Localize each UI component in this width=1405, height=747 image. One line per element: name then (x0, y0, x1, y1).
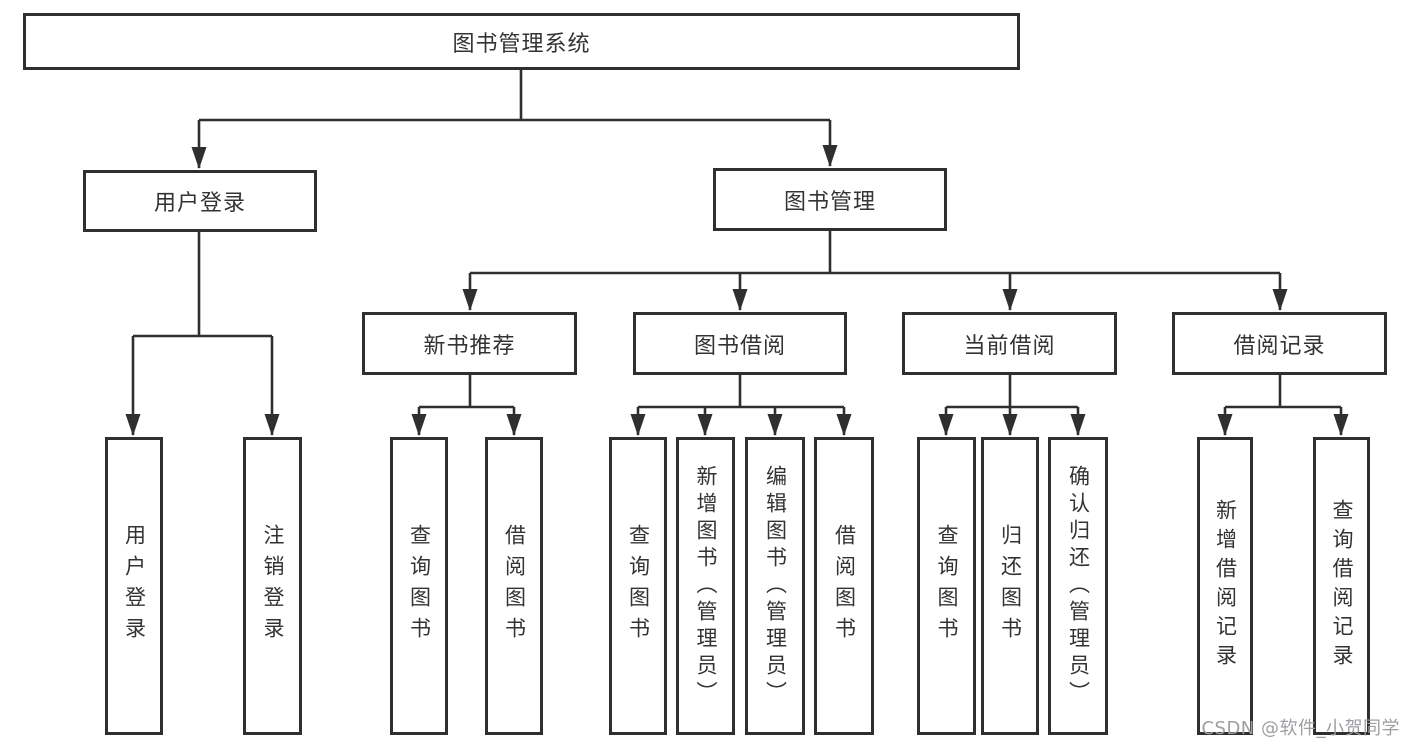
leaf-confirm-return-admin: 确认归还（管理员） (1048, 437, 1108, 735)
leaf-logout: 注销登录 (243, 437, 302, 735)
leaf-query-books-current-label: 查询图书 (935, 524, 959, 648)
node-new-book-recommend: 新书推荐 (362, 312, 577, 375)
node-borrow-records: 借阅记录 (1172, 312, 1387, 375)
node-user-login-label: 用户登录 (153, 191, 246, 216)
leaf-add-book-admin: 新增图书（管理员） (676, 437, 735, 735)
leaf-query-books-recommend-label: 查询图书 (407, 524, 432, 648)
leaf-borrow-books-borrow: 借阅图书 (814, 437, 874, 735)
leaf-query-books-borrow: 查询图书 (609, 437, 667, 735)
node-book-management: 图书管理 (713, 168, 947, 231)
node-book-borrow: 图书借阅 (633, 312, 847, 375)
node-new-book-recommend-label: 新书推荐 (423, 333, 516, 359)
leaf-borrow-books-recommend-label: 借阅图书 (502, 524, 527, 648)
csdn-watermark: CSDN @软件_小贺同学 (1201, 718, 1400, 739)
node-borrow-records-label: 借阅记录 (1233, 333, 1326, 359)
leaf-query-books-borrow-label: 查询图书 (626, 524, 651, 648)
leaf-edit-book-admin-label: 编辑图书（管理员） (763, 464, 788, 708)
leaf-borrow-books-recommend: 借阅图书 (485, 437, 543, 735)
leaf-query-books-recommend: 查询图书 (390, 437, 448, 735)
leaf-return-book-label: 归还图书 (998, 524, 1023, 648)
leaf-user-login-label: 用户登录 (122, 524, 147, 648)
leaf-borrow-books-borrow-label: 借阅图书 (832, 524, 857, 648)
node-user-login: 用户登录 (83, 170, 317, 232)
leaf-add-borrow-record: 新增借阅记录 (1197, 437, 1253, 735)
node-current-borrow-label: 当前借阅 (963, 333, 1056, 359)
node-book-borrow-label: 图书借阅 (693, 333, 786, 359)
leaf-return-book: 归还图书 (981, 437, 1039, 735)
leaf-edit-book-admin: 编辑图书（管理员） (745, 437, 805, 735)
leaf-query-borrow-record-label: 查询借阅记录 (1330, 499, 1354, 673)
leaf-confirm-return-admin-label: 确认归还（管理员） (1066, 464, 1091, 708)
leaf-query-borrow-record: 查询借阅记录 (1313, 437, 1370, 735)
node-current-borrow: 当前借阅 (902, 312, 1117, 375)
leaf-logout-label: 注销登录 (261, 524, 285, 648)
node-root-label: 图书管理系统 (452, 31, 591, 57)
node-book-management-label: 图书管理 (783, 189, 876, 215)
leaf-add-borrow-record-label: 新增借阅记录 (1213, 499, 1238, 673)
leaf-query-books-current: 查询图书 (917, 437, 976, 735)
node-root: 图书管理系统 (23, 13, 1020, 70)
leaf-user-login: 用户登录 (105, 437, 163, 735)
leaf-add-book-admin-label: 新增图书（管理员） (694, 464, 718, 708)
